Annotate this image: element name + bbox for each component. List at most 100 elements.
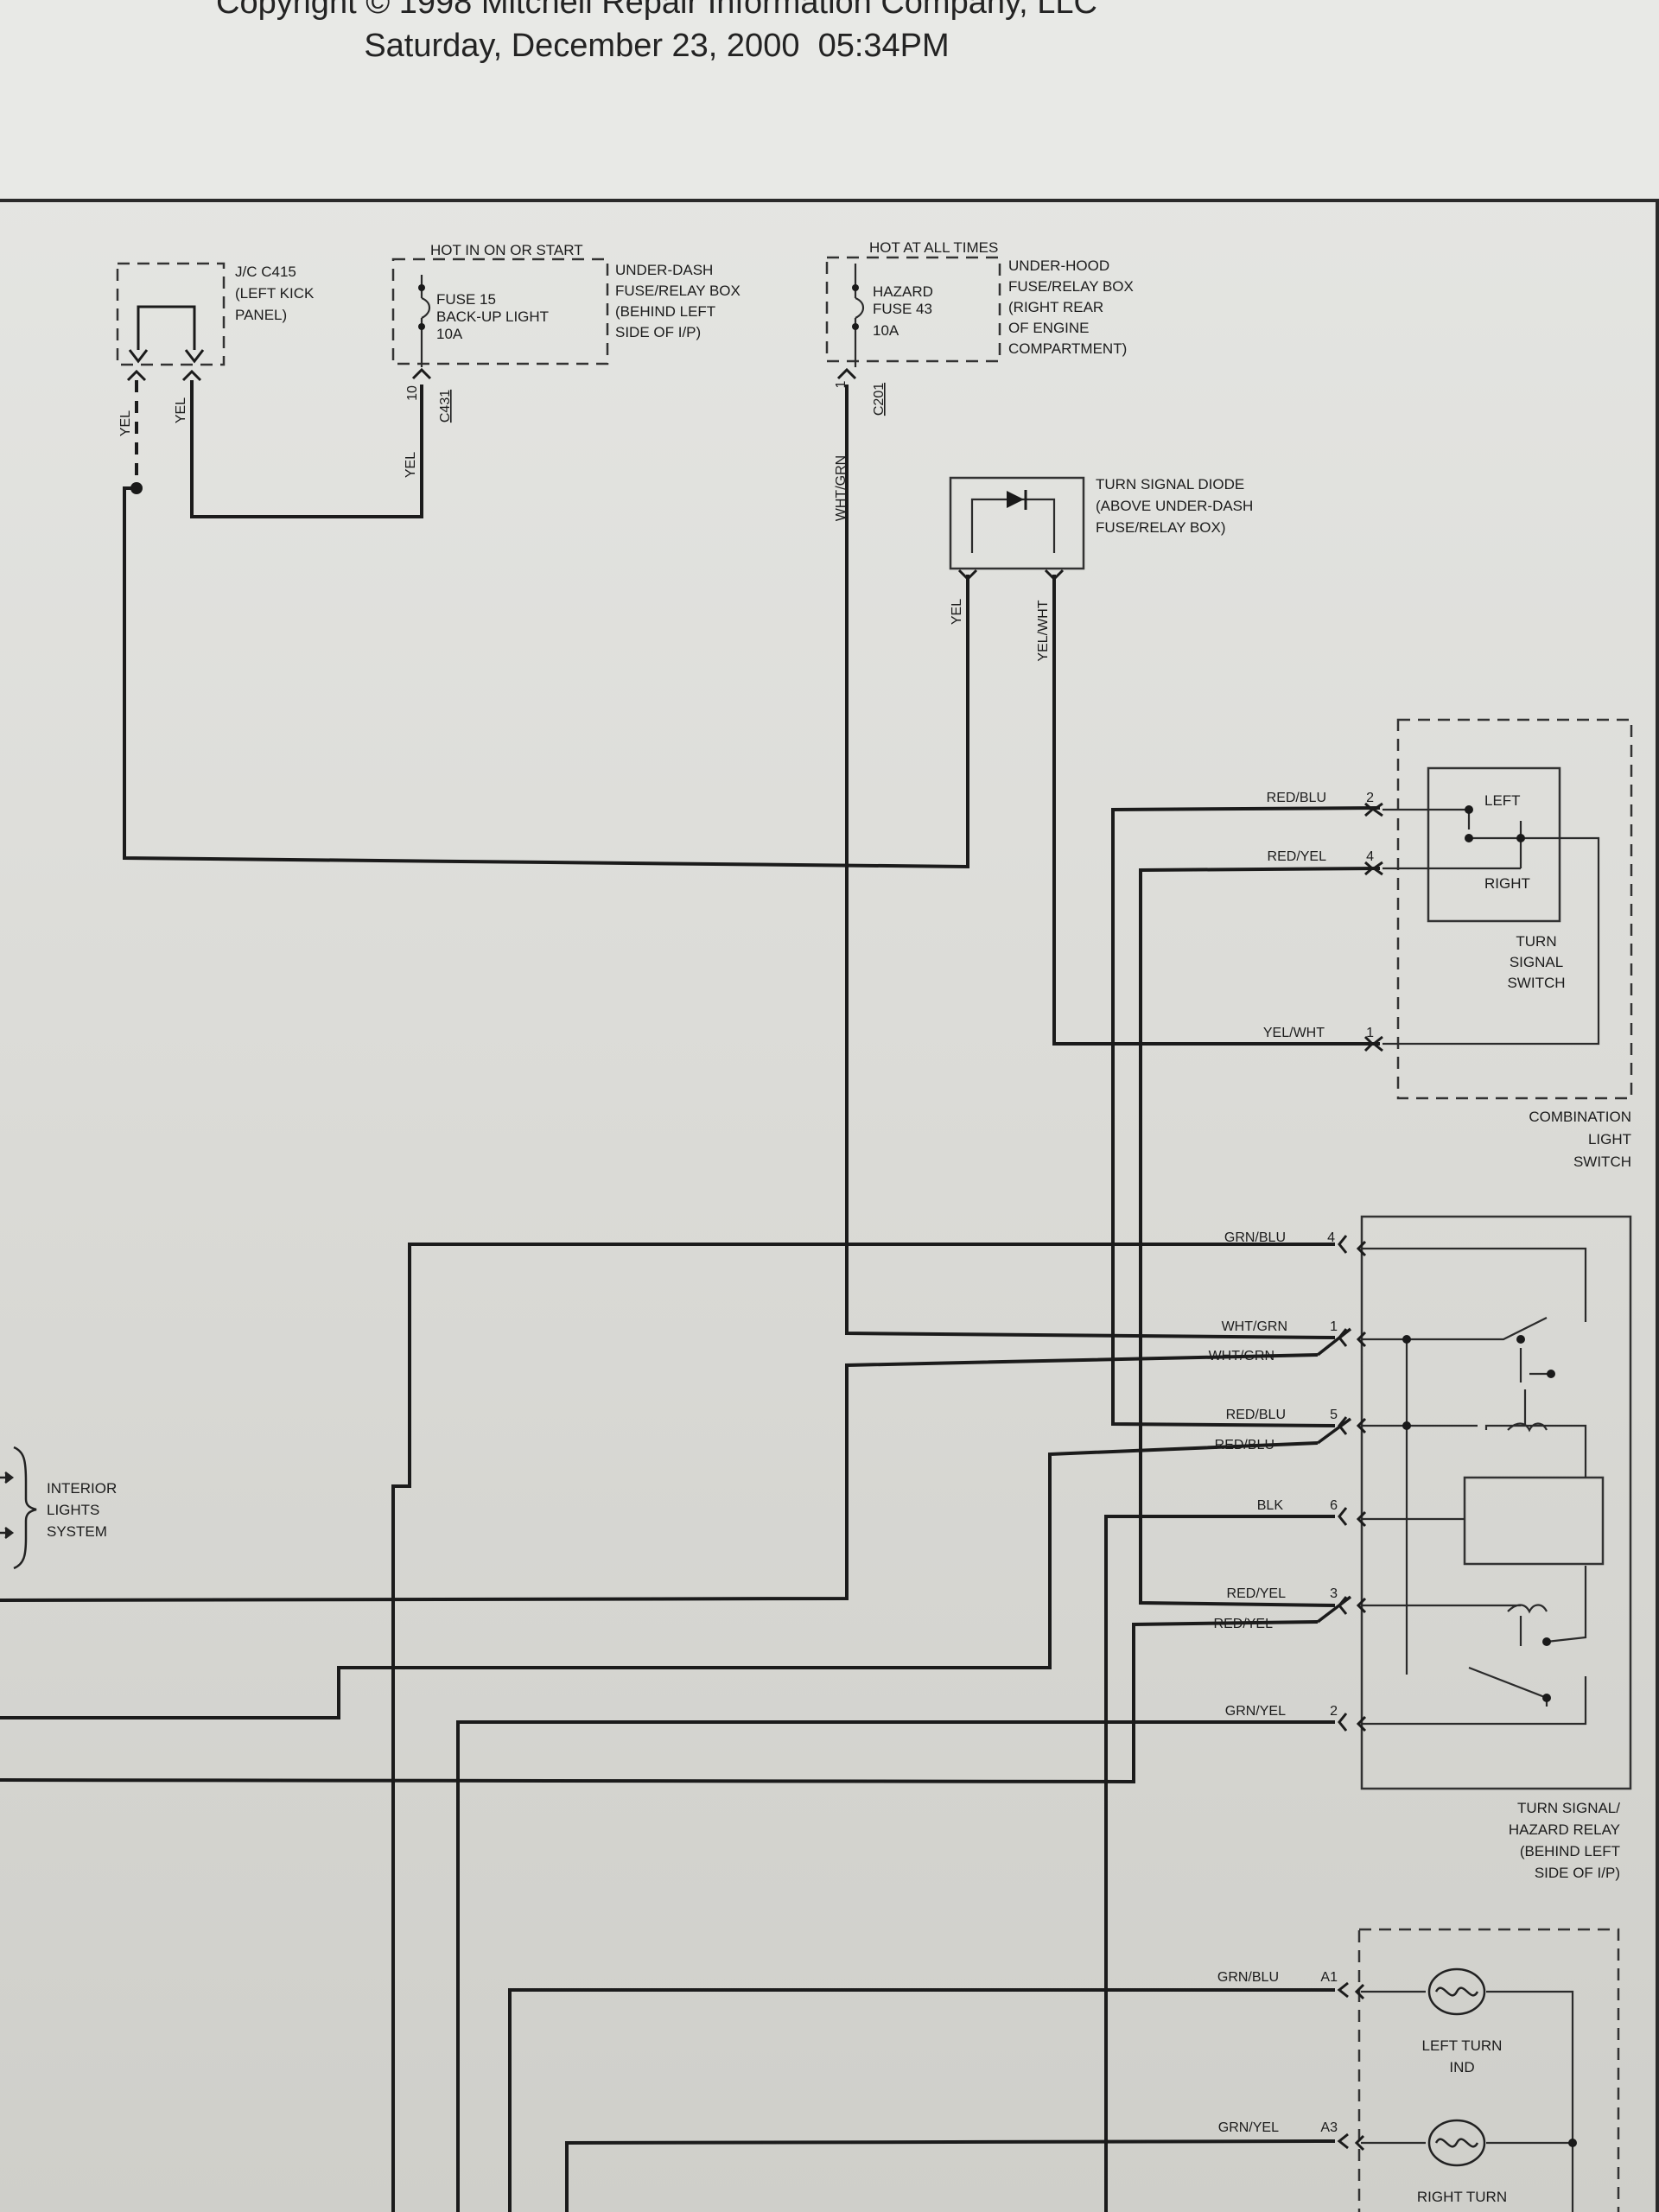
- wire-yel-3: YEL: [404, 452, 418, 478]
- underhood-box-4: OF ENGINE: [1008, 320, 1090, 336]
- internal-lines: [420, 264, 1600, 2212]
- relay-pin-2: 2: [1330, 1704, 1338, 1719]
- underhood-box-2: FUSE/RELAY BOX: [1008, 278, 1134, 295]
- splice-dots: [130, 284, 1577, 2147]
- wire-yel-1: YEL: [118, 410, 133, 436]
- underhood-connector: C201: [872, 383, 887, 416]
- diode-label-1: TURN SIGNAL DIODE: [1096, 476, 1244, 493]
- underdash-box-1: UNDER-DASH: [615, 262, 713, 278]
- underhood-box-1: UNDER-HOOD: [1008, 257, 1109, 274]
- jc-c415-box: [116, 262, 226, 366]
- indicator-box: [1357, 1928, 1620, 2212]
- fuse43-2: FUSE 43: [873, 301, 932, 317]
- switch-pin-2: 4: [1366, 849, 1374, 864]
- sheet-border: [0, 199, 1659, 2212]
- relay-pin-6: 6: [1330, 1498, 1338, 1513]
- assembly-name-3: SWITCH: [1573, 1154, 1631, 1170]
- diode-symbol: [1007, 490, 1027, 510]
- labels: J/C C415 (LEFT KICK PANEL) HOT IN ON OR …: [47, 239, 1631, 2205]
- left-ind-2: IND: [1449, 2059, 1474, 2075]
- left-ind-1: LEFT TURN: [1422, 2037, 1503, 2054]
- diode-label-3: FUSE/RELAY BOX): [1096, 519, 1226, 536]
- interior-label-3: SYSTEM: [47, 1523, 107, 1540]
- relay-pin-1: 1: [1330, 1319, 1338, 1334]
- wire-yel-diode: YEL: [950, 599, 964, 625]
- switch-name-3: SWITCH: [1507, 975, 1565, 991]
- switch-pin-labels: RED/BLU 2 RED/YEL 4 YEL/WHT 1: [1263, 791, 1374, 1040]
- underhood-fuse-box: [825, 256, 1001, 363]
- interior-label-1: INTERIOR: [47, 1480, 117, 1497]
- underdash-box-3: (BEHIND LEFT: [615, 303, 715, 320]
- fuse43-3: 10A: [873, 322, 899, 339]
- relay-wire-5b: RED/BLU: [1215, 1438, 1274, 1452]
- relay-wire-3b: RED/YEL: [1214, 1617, 1274, 1631]
- diode-label-2: (ABOVE UNDER-DASH: [1096, 498, 1253, 514]
- indicator-pin-labels: GRN/BLU A1 GRN/YEL A3: [1217, 1970, 1338, 2135]
- fuse15-2: BACK-UP LIGHT: [436, 308, 549, 325]
- underdash-box-2: FUSE/RELAY BOX: [615, 283, 741, 299]
- ind-wire-a1: GRN/BLU: [1217, 1970, 1279, 1985]
- underhood-box-5: COMPARTMENT): [1008, 340, 1127, 357]
- relay-pin-3: 3: [1330, 1586, 1338, 1601]
- switch-wire-3: YEL/WHT: [1263, 1026, 1325, 1040]
- copyright-line: Copyright © 1998 Mitchell Repair Informa…: [216, 0, 1097, 21]
- wire-yel-2: YEL: [174, 397, 188, 423]
- relay-name-3: (BEHIND LEFT: [1520, 1843, 1620, 1859]
- switch-right-label: RIGHT: [1484, 875, 1530, 892]
- indicator-lamps: [1427, 1967, 1486, 2167]
- underhood-hot: HOT AT ALL TIMES: [869, 239, 998, 256]
- fuse43-1: HAZARD: [873, 283, 933, 300]
- right-ind-1: RIGHT TURN: [1417, 2189, 1507, 2205]
- interior-label-2: LIGHTS: [47, 1502, 99, 1518]
- vertical-labels: YEL YEL 10 C431 YEL 1 C201 WHT/GRN YEL Y…: [118, 380, 1051, 661]
- switch-wire-2: RED/YEL: [1268, 849, 1327, 864]
- relay-name-2: HAZARD RELAY: [1509, 1821, 1620, 1838]
- switch-left-label: LEFT: [1484, 792, 1521, 809]
- right-turn-lamp-icon: [1427, 2119, 1486, 2167]
- relay-wire-3: RED/YEL: [1227, 1586, 1287, 1601]
- left-turn-lamp-icon: [1427, 1967, 1486, 2016]
- ind-wire-a3: GRN/YEL: [1218, 2120, 1279, 2135]
- fuse15-1: FUSE 15: [436, 291, 496, 308]
- switch-name-1: TURN: [1516, 933, 1556, 950]
- underhood-box-3: (RIGHT REAR: [1008, 299, 1103, 315]
- wires: [0, 305, 1381, 2212]
- jc-title: J/C C415: [235, 264, 296, 280]
- combination-switch-box: [1396, 718, 1633, 1100]
- relay-module-box: [1463, 1476, 1605, 1566]
- relay-wire-1b: WHT/GRN: [1209, 1349, 1274, 1363]
- switch-pin-1: 2: [1366, 791, 1374, 805]
- relay-pin-labels: GRN/BLU 4 WHT/GRN 1 WHT/GRN RED/BLU 5 RE…: [1209, 1230, 1338, 1719]
- assembly-name-2: LIGHT: [1588, 1131, 1631, 1147]
- switch-name-2: SIGNAL: [1510, 954, 1563, 970]
- underdash-pin: 10: [405, 385, 420, 401]
- underhood-pin: 1: [834, 380, 849, 388]
- fuse15-3: 10A: [436, 326, 463, 342]
- jc-loc-2: PANEL): [235, 307, 287, 323]
- solid-boxes: [949, 476, 1632, 1790]
- switch-wire-1: RED/BLU: [1267, 791, 1326, 805]
- terminals: [126, 349, 1383, 2152]
- relay-wire-2: GRN/YEL: [1225, 1704, 1286, 1719]
- header: Copyright © 1998 Mitchell Repair Informa…: [0, 0, 1659, 199]
- relay-pin-5: 5: [1330, 1408, 1338, 1422]
- jc-loc-1: (LEFT KICK: [235, 285, 315, 302]
- relay-outline-box: [1360, 1215, 1632, 1790]
- component-boxes: [116, 256, 1633, 2212]
- relay-wire-4: GRN/BLU: [1224, 1230, 1286, 1245]
- ind-pin-a1: A1: [1320, 1970, 1338, 1985]
- relay-wire-1: WHT/GRN: [1222, 1319, 1287, 1334]
- date-time-line: Saturday, December 23, 2000 05:34PM: [364, 28, 950, 64]
- relay-name-1: TURN SIGNAL/: [1517, 1800, 1620, 1816]
- underdash-hot: HOT IN ON OR START: [430, 242, 583, 258]
- wire-whtgrn-vertical: WHT/GRN: [834, 455, 849, 521]
- assembly-name-1: COMBINATION: [1529, 1109, 1631, 1125]
- switch-pin-3: 1: [1366, 1026, 1374, 1040]
- underdash-box-4: SIDE OF I/P): [615, 324, 701, 340]
- relay-wire-5: RED/BLU: [1226, 1408, 1286, 1422]
- turn-signal-diode-box: [949, 476, 1085, 570]
- underdash-connector: C431: [438, 390, 453, 423]
- relay-wire-6: BLK: [1257, 1498, 1284, 1513]
